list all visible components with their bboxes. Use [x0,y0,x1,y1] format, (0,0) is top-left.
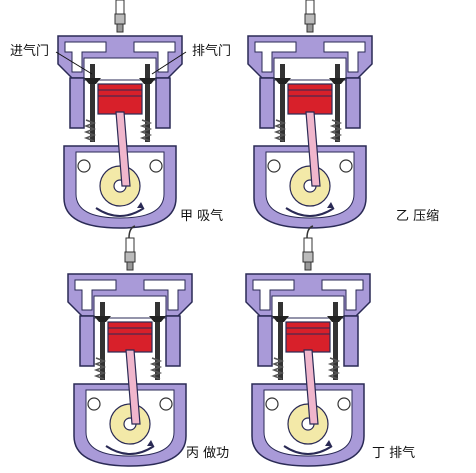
engine-panel-4 [245,225,371,467]
panel-caption-4: 丁 排气 [372,446,416,461]
engine-panel-1 [57,0,183,229]
panel-caption-1: 甲 吸气 [180,209,224,224]
engine-panel-3 [67,225,193,467]
panel-caption-2: 乙 压缩 [396,209,440,224]
engine-panel-2 [247,0,373,229]
intake-valve-label: 进气门 [10,44,50,59]
exhaust-valve-label: 排气门 [192,44,232,59]
exhaust-leader-line [151,51,187,75]
panel-caption-3: 丙 做功 [186,446,230,461]
intake-leader-line [55,51,93,75]
